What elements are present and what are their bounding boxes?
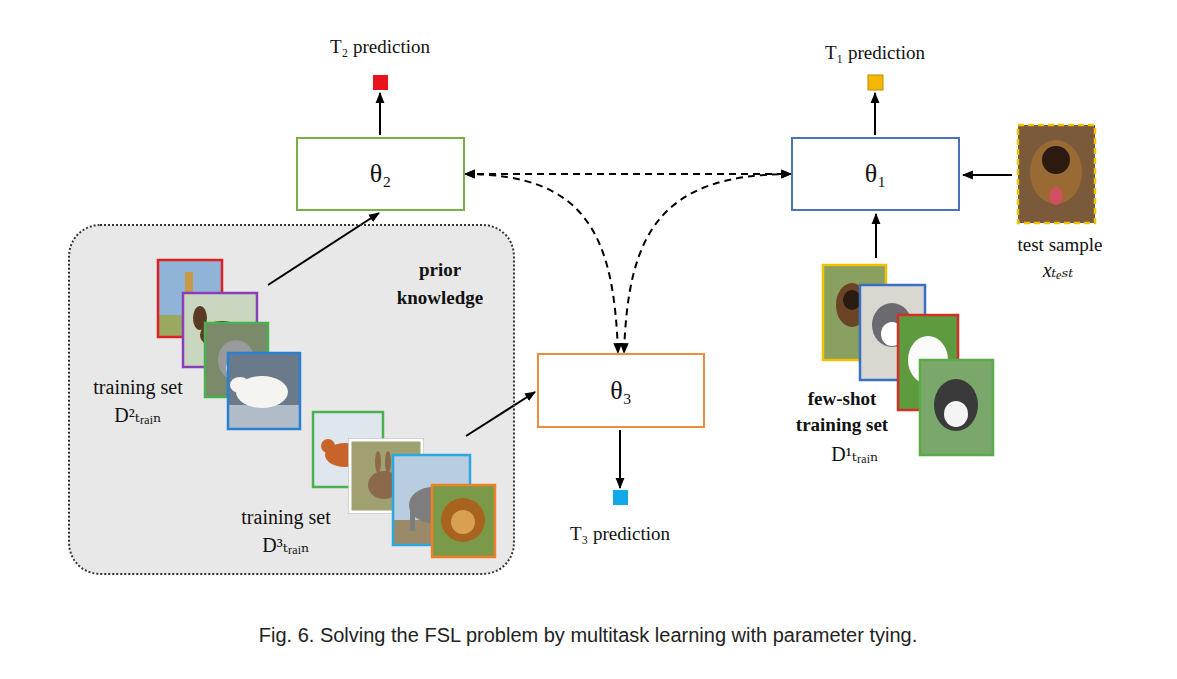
input-arrow xyxy=(875,214,877,258)
photo-test-dog xyxy=(1018,125,1095,223)
prior-knowledge-region: prior knowledge training set D²ₜᵣₐᵢₙ train… xyxy=(68,224,515,575)
tying-connector xyxy=(624,174,791,353)
prediction-square xyxy=(868,75,883,90)
tying-connector xyxy=(465,173,791,175)
parameter-box: θ₁ xyxy=(791,137,960,211)
photo-malamute xyxy=(920,360,993,455)
dataset-symbol: D¹ₜᵣₐᵢₙ xyxy=(831,441,878,467)
input-arrow xyxy=(466,392,535,436)
test-sample-label: test sample xyxy=(1018,232,1103,258)
prediction-square xyxy=(373,75,388,90)
tying-connector xyxy=(465,174,618,353)
input-arrow xyxy=(963,174,1012,176)
prediction-square xyxy=(613,490,628,505)
test-sample-symbol: xₜₑₛₜ xyxy=(1043,257,1074,283)
prediction-label: T₁ prediction xyxy=(825,40,925,66)
photo-polar-bear xyxy=(228,353,300,429)
training-set-label: training set D³ₜᵣₐᵢₙ xyxy=(226,503,346,559)
region-heading: prior knowledge xyxy=(375,256,505,312)
parameter-box: θ₃ xyxy=(537,353,705,428)
parameter-symbol: θ₂ xyxy=(370,159,392,189)
photo-lion xyxy=(432,485,495,557)
parameter-box: θ₂ xyxy=(296,137,465,211)
figure-caption: Fig. 6. Solving the FSL problem by multi… xyxy=(259,622,917,648)
few-shot-label: few-shot training set xyxy=(783,386,901,438)
parameter-symbol: θ₁ xyxy=(865,159,887,189)
parameter-symbol: θ₃ xyxy=(610,376,632,406)
output-arrow xyxy=(874,93,876,135)
output-arrow xyxy=(379,93,381,135)
prediction-label: T₃ prediction xyxy=(570,521,670,547)
region-fill xyxy=(69,225,514,574)
training-set-label: training set D²ₜᵣₐᵢₙ xyxy=(78,373,198,429)
prediction-label: T₂ prediction xyxy=(330,34,430,60)
output-arrow xyxy=(619,430,621,488)
